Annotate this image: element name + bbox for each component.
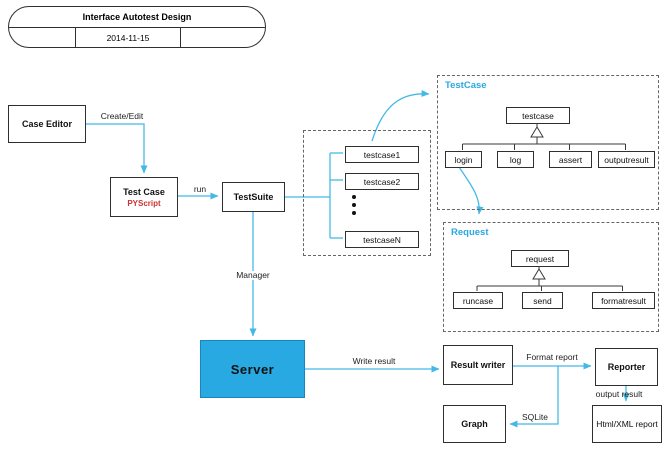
vertical-ellipsis-icon xyxy=(352,195,356,215)
title-block-cell-right xyxy=(181,28,265,47)
testcaseN-node: testcaseN xyxy=(345,231,419,248)
log-node: log xyxy=(497,151,534,168)
test-case-label: Test Case xyxy=(123,186,165,197)
case-editor-node: Case Editor xyxy=(8,105,86,143)
connector-testcase1-to-testcase-class xyxy=(371,89,430,142)
testcase-class-group-label: TestCase xyxy=(445,80,487,91)
title-block-title: Interface Autotest Design xyxy=(9,7,265,28)
manager-edge-label: Manager xyxy=(227,270,279,281)
send-node: send xyxy=(522,292,563,309)
title-block: Interface Autotest Design 2014-11-15 xyxy=(8,6,266,48)
graph-node: Graph xyxy=(443,405,506,443)
write-result-edge-label: Write result xyxy=(352,356,396,366)
uml-request-bus xyxy=(476,279,623,291)
create-edit-edge-label: Create/Edit xyxy=(100,111,144,121)
server-node: Server xyxy=(200,340,305,398)
title-block-date: 2014-11-15 xyxy=(76,28,181,47)
formatresult-node: formatresult xyxy=(592,292,655,309)
testcase1-node: testcase1 xyxy=(345,146,419,163)
assert-node: assert xyxy=(549,151,592,168)
uml-request-inherit-triangle-icon xyxy=(532,268,546,280)
output-result-edge-label: output result xyxy=(595,389,643,399)
request-class-group-label: Request xyxy=(451,227,489,238)
html-xml-report-node: Html/XML report xyxy=(592,405,662,443)
testsuite-node: TestSuite xyxy=(222,182,285,212)
sqlite-edge-label: SQLite xyxy=(522,412,548,422)
runcase-node: runcase xyxy=(453,292,503,309)
test-case-node: Test Case PYScript xyxy=(110,177,178,217)
testcase-list-group: testcase1 testcase2 testcaseN xyxy=(303,130,431,256)
format-report-edge-label: Format report xyxy=(526,352,578,362)
request-class-node: request xyxy=(511,250,569,267)
reporter-node: Reporter xyxy=(595,348,658,386)
testcase2-node: testcase2 xyxy=(345,173,419,190)
uml-testcase-bus xyxy=(462,137,626,150)
pyscript-label: PYScript xyxy=(127,198,161,208)
title-block-row: 2014-11-15 xyxy=(9,28,265,47)
uml-testcase-inherit-triangle-icon xyxy=(530,126,544,138)
request-class-group: Request request runcase send formatresul… xyxy=(443,222,659,332)
testcase-class-group: TestCase testcase login log assert outpu… xyxy=(437,75,659,210)
result-writer-node: Result writer xyxy=(443,345,513,385)
run-edge-label: run xyxy=(193,184,207,194)
testcase-class-node: testcase xyxy=(506,107,570,124)
connector-login-to-request-class xyxy=(458,166,484,215)
outputresult-node: outputresult xyxy=(598,151,655,168)
title-block-cell-left xyxy=(9,28,76,47)
login-node: login xyxy=(445,151,482,168)
connector-sqlite-to-graph xyxy=(509,366,559,428)
connector-case-editor-to-test-case xyxy=(86,123,148,174)
